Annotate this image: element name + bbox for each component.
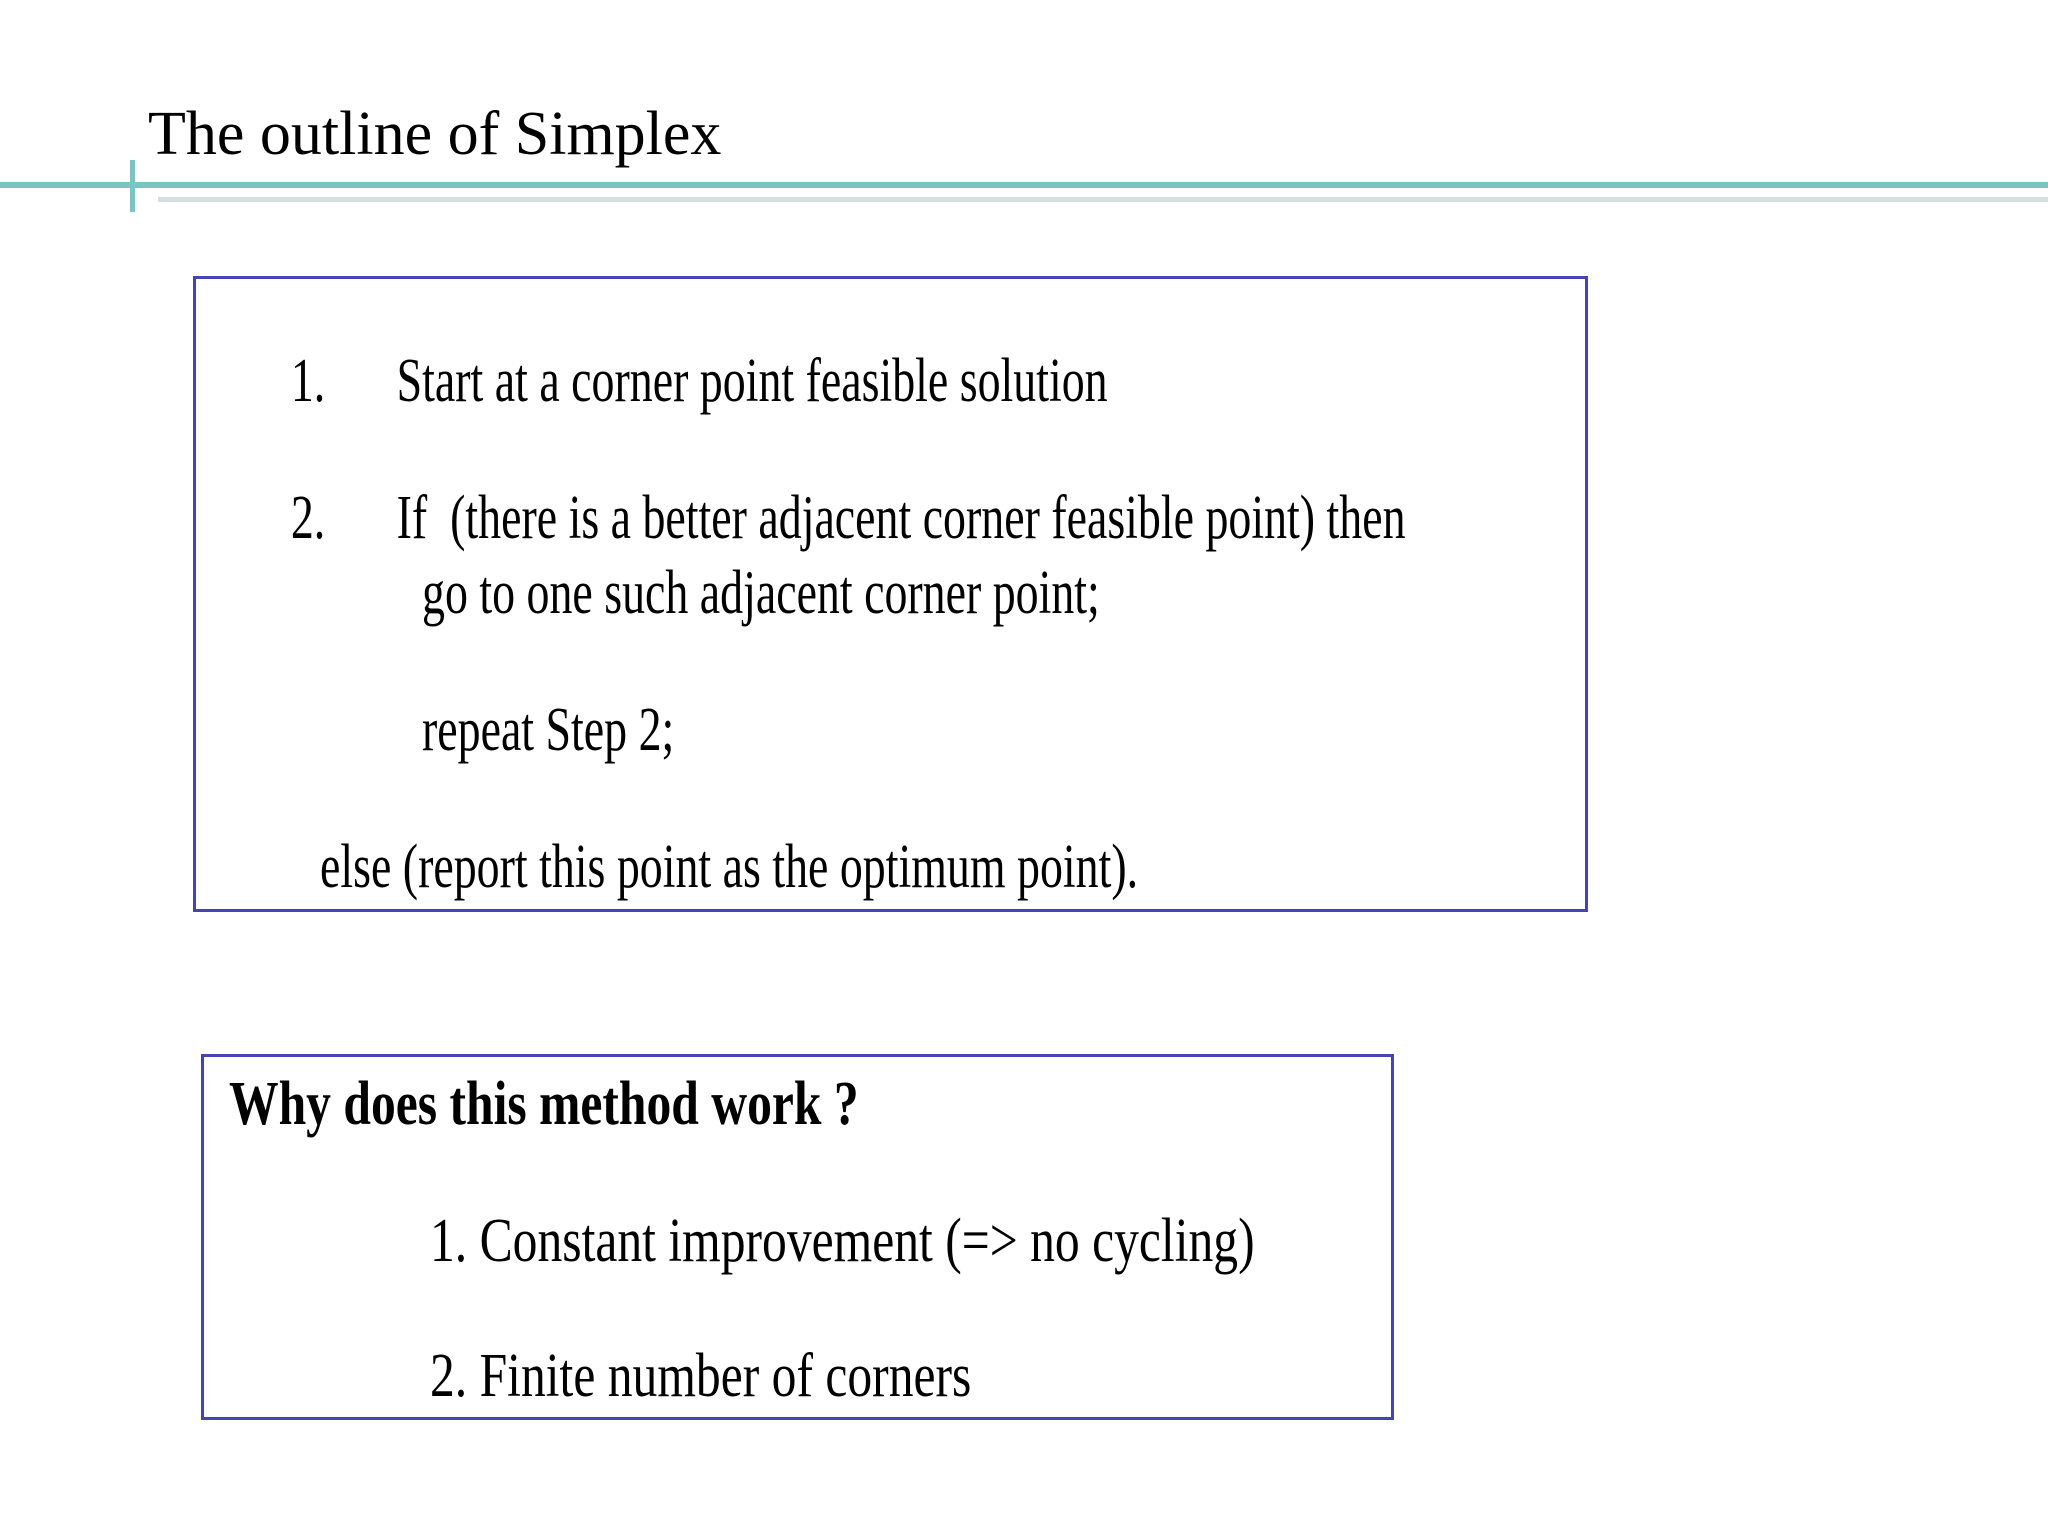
algorithm-step-1: 1. Start at a corner point feasible solut… bbox=[222, 288, 1108, 474]
step-text: If (there is a better adjacent corner fe… bbox=[396, 484, 1406, 552]
algorithm-else-line: else (report this point as the optimum p… bbox=[320, 833, 1139, 901]
title-underline-shadow bbox=[158, 197, 2048, 202]
step-number: 1. bbox=[290, 347, 326, 415]
why-reason-2: 2. Finite number of corners bbox=[430, 1342, 972, 1410]
algorithm-step-2: 2. If (there is a better adjacent corner … bbox=[222, 425, 1406, 611]
title-underline bbox=[0, 182, 2048, 188]
why-reason-1: 1. Constant improvement (=> no cycling) bbox=[430, 1207, 1255, 1275]
algorithm-branch-line-2: repeat Step 2; bbox=[422, 696, 675, 764]
step-text: Start at a corner point feasible solutio… bbox=[396, 347, 1108, 415]
why-box-heading: Why does this method work ? bbox=[229, 1070, 859, 1138]
slide-title: The outline of Simplex bbox=[148, 100, 722, 168]
step-number: 2. bbox=[290, 484, 326, 552]
why-box: Why does this method work ? 1. Constant … bbox=[201, 1054, 1394, 1420]
algorithm-branch-line-1: go to one such adjacent corner point; bbox=[422, 559, 1100, 627]
algorithm-box: 1. Start at a corner point feasible solut… bbox=[193, 276, 1588, 912]
